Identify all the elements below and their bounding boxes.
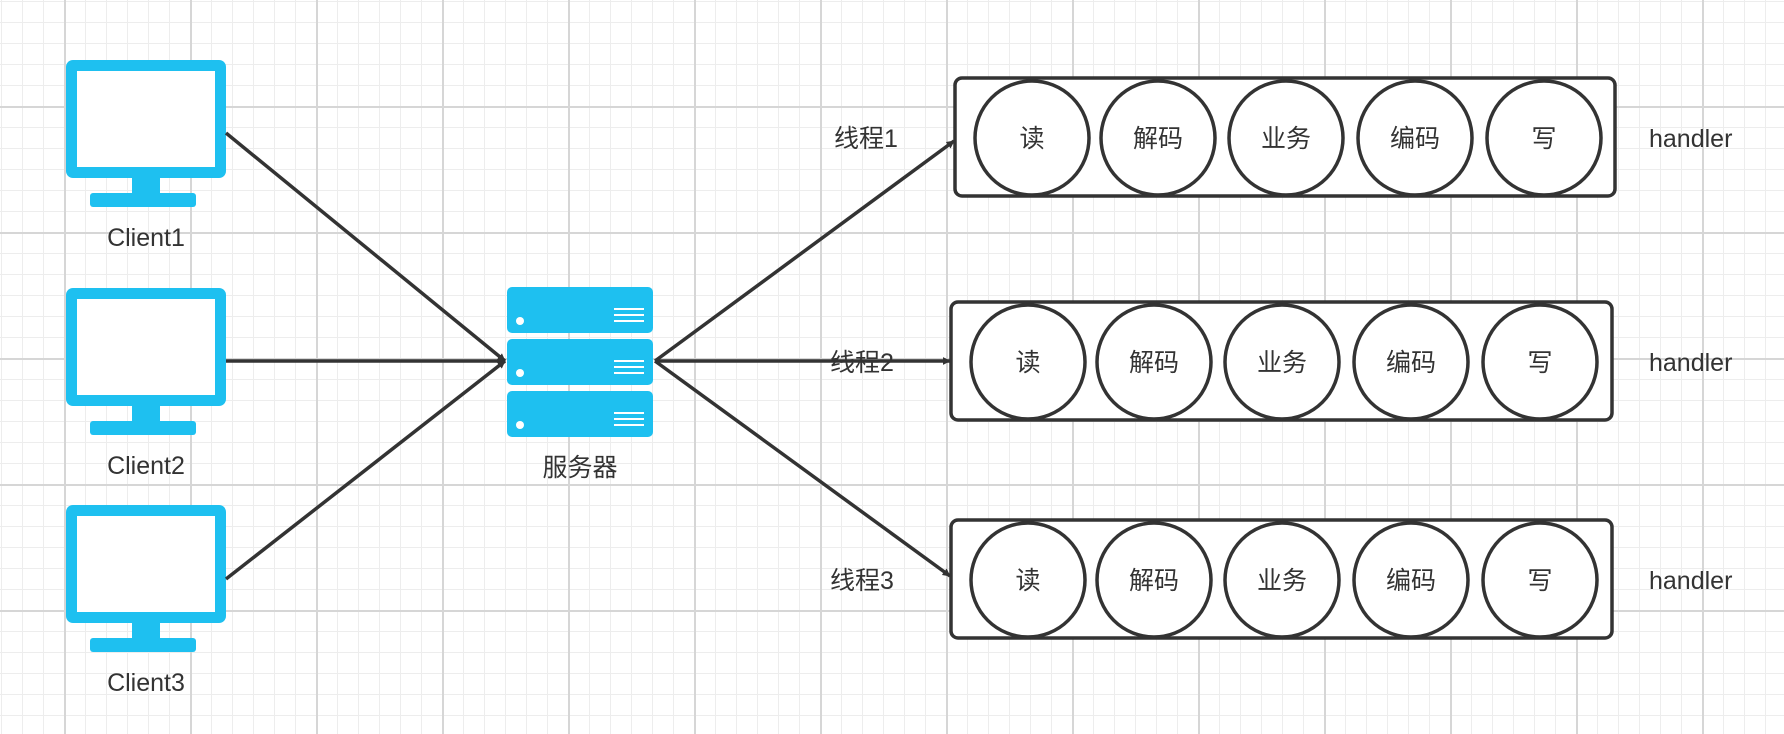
step-circle <box>1352 303 1470 421</box>
step-label: 编码 <box>1389 125 1440 153</box>
step-circle <box>1223 521 1341 639</box>
step-label: 解码 <box>1128 349 1179 377</box>
step-label: 读 <box>1019 125 1045 153</box>
arrow-server-thread3 <box>653 359 952 578</box>
step-label: 业务 <box>1256 567 1307 595</box>
step-label: 写 <box>1527 349 1553 377</box>
client-label: Client3 <box>107 669 185 697</box>
step-circle <box>973 79 1091 197</box>
thread-label: 线程1 <box>834 125 898 153</box>
step-circle <box>1095 303 1213 421</box>
client1-monitor-icon <box>66 60 226 207</box>
step-label: 业务 <box>1260 125 1311 153</box>
step-circle <box>969 521 1087 639</box>
step-label: 编码 <box>1385 567 1436 595</box>
step-label: 编码 <box>1385 349 1436 377</box>
server-label: 服务器 <box>542 454 618 482</box>
handler-label: handler <box>1649 349 1733 377</box>
handler-label: handler <box>1649 125 1733 153</box>
step-circle <box>1099 79 1217 197</box>
server-rack-icon <box>507 287 653 437</box>
step-circle <box>969 303 1087 421</box>
arrow-client3-server <box>224 359 507 581</box>
step-label: 读 <box>1015 567 1041 595</box>
arrow-server-thread1 <box>653 139 956 363</box>
thread-label: 线程3 <box>830 567 894 595</box>
arrow-client1-server <box>224 131 507 363</box>
step-label: 读 <box>1015 349 1041 377</box>
step-label: 解码 <box>1132 125 1183 153</box>
client-label: Client1 <box>107 224 185 252</box>
handler-label: handler <box>1649 567 1733 595</box>
step-label: 解码 <box>1128 567 1179 595</box>
step-label: 业务 <box>1256 349 1307 377</box>
step-circle <box>1485 79 1603 197</box>
step-label: 写 <box>1531 125 1557 153</box>
step-circle <box>1223 303 1341 421</box>
step-circle <box>1481 303 1599 421</box>
step-label: 写 <box>1527 567 1553 595</box>
client-label: Client2 <box>107 452 185 480</box>
step-circle <box>1481 521 1599 639</box>
step-circle <box>1352 521 1470 639</box>
thread-label: 线程2 <box>830 349 894 377</box>
step-circle <box>1356 79 1474 197</box>
step-circle <box>1095 521 1213 639</box>
client3-monitor-icon <box>66 505 226 652</box>
client2-monitor-icon <box>66 288 226 435</box>
step-circle <box>1227 79 1345 197</box>
